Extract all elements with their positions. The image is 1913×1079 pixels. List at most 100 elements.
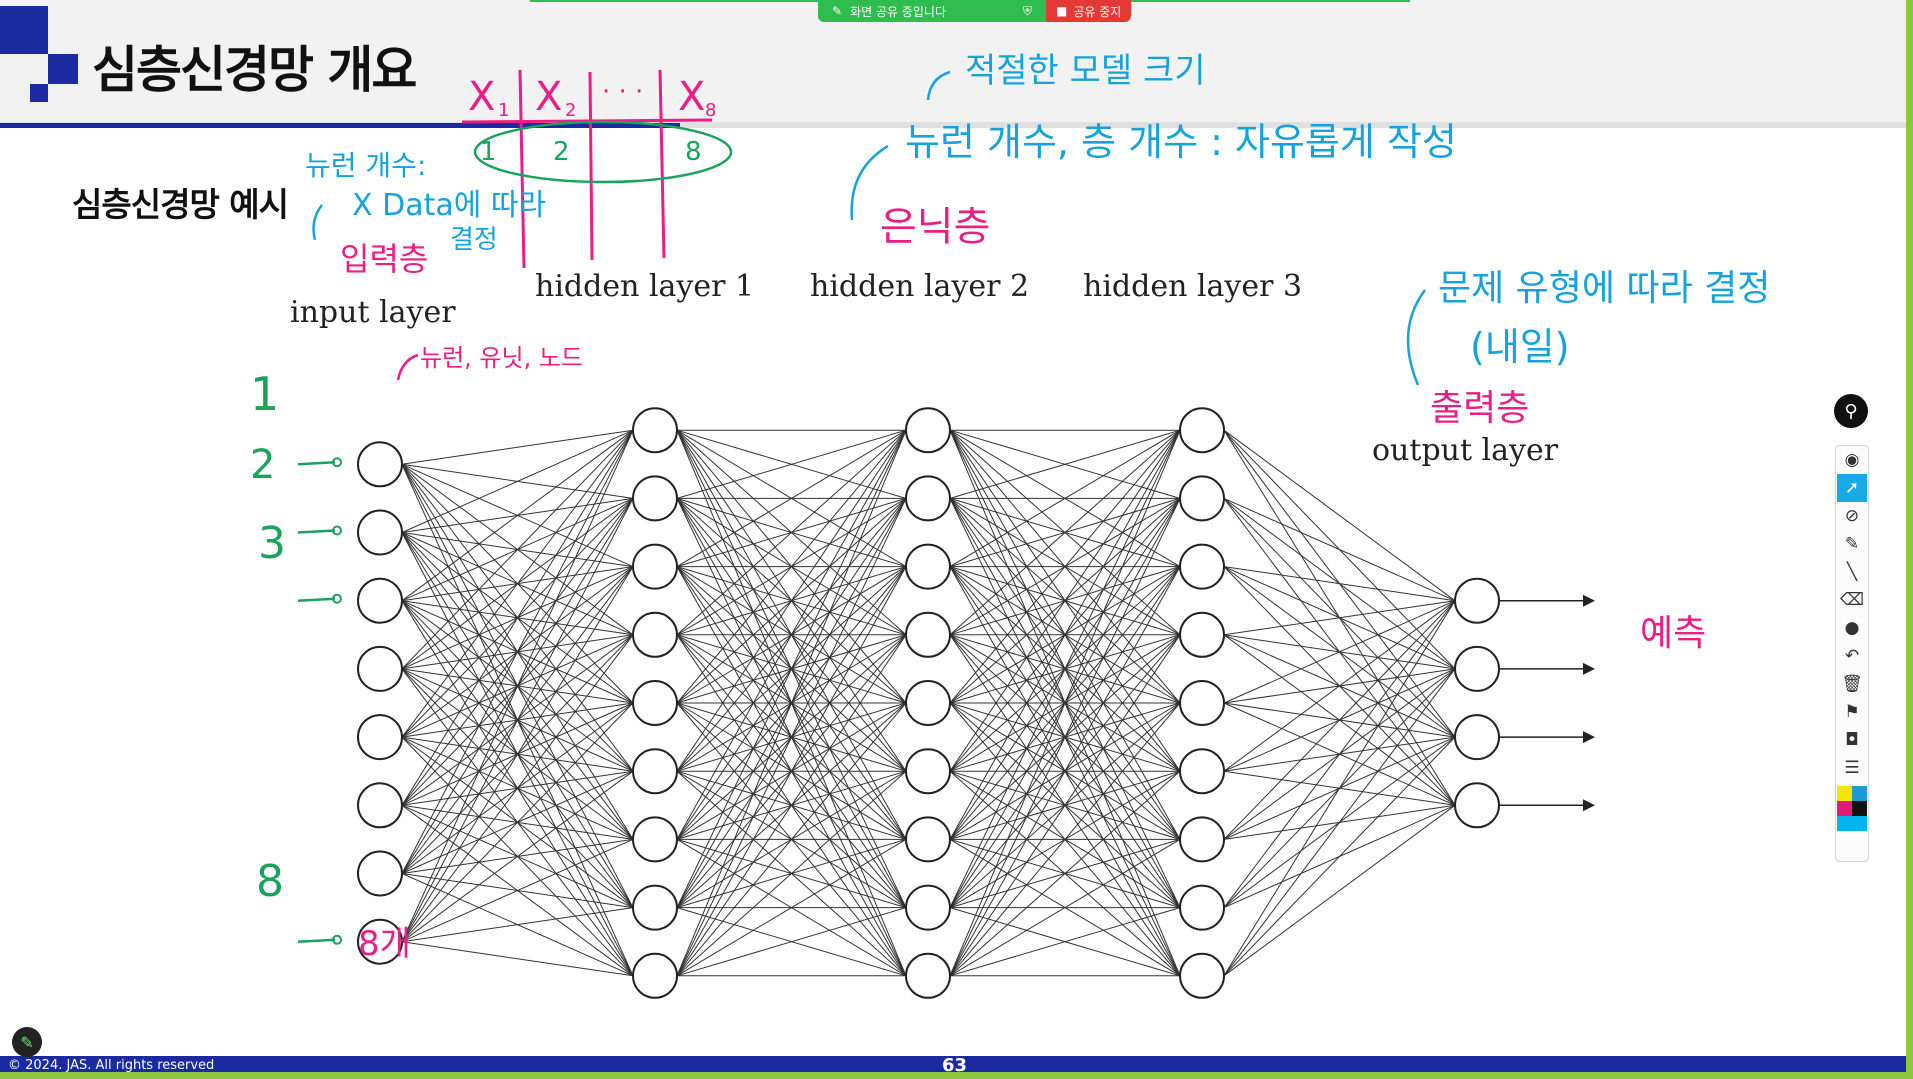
palette-swatch[interactable] — [1837, 816, 1852, 831]
laser-icon[interactable]: ⊘ — [1844, 506, 1860, 526]
neuron-node — [632, 475, 678, 522]
input-index-8: 8 — [256, 856, 284, 907]
neuron-count-note: 뉴런 개수: — [305, 149, 426, 182]
copyright-text: © 2024. JAS. All rights reserved — [8, 1058, 215, 1072]
edge — [949, 566, 1181, 977]
neuron-node — [632, 680, 678, 726]
edge — [676, 838, 907, 977]
edge — [401, 941, 634, 977]
hidden-layer-3-label: hidden layer 3 — [1083, 269, 1302, 304]
input-index-3: 3 — [258, 518, 286, 569]
edge — [676, 429, 907, 636]
camera-icon[interactable]: ◘ — [1845, 730, 1859, 750]
edge — [949, 838, 1181, 977]
pen-icon[interactable]: ✎ — [1844, 534, 1860, 554]
slide-title: 심층신경망 개요 — [92, 41, 417, 99]
annotation-toolbar: ◉ ➚ ⊘ ✎ ╲ ⌫ ● ↶ 🗑 ⚑ ◘ ☰ — [1835, 445, 1869, 862]
share-status[interactable]: ✎ 화면 공유 중입니다 ⛨ — [818, 0, 1046, 22]
neuron-node — [357, 714, 403, 761]
edge — [401, 566, 634, 942]
header-dots: · · · — [602, 77, 643, 107]
line-icon[interactable]: ╲ — [1846, 562, 1858, 582]
edge — [676, 429, 907, 772]
x-data-note: X Data에 따라 — [352, 188, 546, 223]
edge — [401, 429, 634, 465]
logo-square-large — [0, 6, 48, 54]
header-x1: X — [468, 74, 495, 120]
annotation-pin-button[interactable]: ⚲ — [1834, 394, 1868, 428]
neuron-node — [905, 884, 951, 931]
palette-swatch[interactable] — [1852, 801, 1867, 816]
edit-pencil-button[interactable]: ✎ — [12, 1027, 42, 1057]
neuron-node — [905, 680, 951, 726]
palette-swatch[interactable] — [1852, 816, 1867, 831]
input-arrow — [297, 938, 336, 943]
hidden-layer-1-label: hidden layer 1 — [535, 269, 754, 304]
eraser-icon[interactable]: ⌫ — [1839, 590, 1865, 610]
trash-icon[interactable]: 🗑 — [1841, 674, 1863, 694]
neuron-node — [1454, 577, 1500, 624]
neuron-node — [632, 748, 678, 795]
output-arrows — [1499, 594, 1595, 812]
edge — [676, 634, 907, 977]
edge — [676, 498, 907, 977]
node-synonyms-note: 뉴런, 유닛, 노드 — [420, 344, 583, 372]
header-x2: X — [535, 74, 562, 120]
edge — [676, 566, 907, 977]
edge — [1223, 600, 1456, 908]
cursor-icon[interactable]: ➚ — [1837, 474, 1867, 502]
edge — [401, 907, 634, 943]
proper-size-note: 적절한 모델 크기 — [965, 51, 1206, 91]
neuron-node — [357, 918, 403, 965]
clipboard-icon[interactable]: ☰ — [1844, 758, 1860, 778]
palette-swatch[interactable] — [1837, 801, 1852, 816]
edge — [949, 498, 1181, 977]
input-index-2: 2 — [250, 442, 275, 488]
neuron-node — [1454, 714, 1500, 761]
edge — [1223, 600, 1456, 772]
stop-share-button[interactable]: ■ 공유 중지 — [1046, 0, 1132, 22]
input-arrow — [297, 461, 336, 466]
neuron-node — [905, 952, 951, 999]
edge — [949, 429, 1181, 772]
edge — [401, 429, 634, 874]
edge — [1223, 668, 1456, 977]
neuron-node — [357, 509, 403, 556]
edge — [676, 429, 907, 840]
undo-icon[interactable]: ↶ — [1844, 646, 1860, 666]
row-2: 2 — [553, 137, 570, 167]
neuron-node — [357, 577, 403, 624]
edge — [1223, 600, 1456, 840]
neuron-node — [905, 543, 951, 590]
edge — [401, 634, 634, 943]
edge — [401, 429, 634, 602]
edge — [676, 430, 907, 976]
pin-icon[interactable]: ✎ — [832, 4, 843, 18]
edge — [676, 770, 907, 977]
edge — [949, 429, 1181, 908]
edge — [401, 429, 634, 806]
edge — [1223, 429, 1456, 602]
input-layer-kr: 입력층 — [340, 240, 428, 278]
header-x2-sub: 2 — [565, 100, 576, 121]
neuron-node — [632, 952, 678, 999]
neuron-node — [632, 611, 678, 658]
palette-swatch[interactable] — [1837, 786, 1852, 801]
eight-count-note: 8개 — [358, 924, 411, 964]
eye-icon[interactable]: ◉ — [1844, 450, 1860, 470]
stamp-icon[interactable]: ⚑ — [1844, 702, 1860, 722]
edge — [1223, 566, 1456, 602]
output-arrow-head — [1583, 662, 1595, 675]
prediction-note: 예측 — [1640, 613, 1706, 654]
input-layer-label: input layer — [290, 295, 456, 330]
dot-icon[interactable]: ● — [1844, 618, 1860, 638]
neuron-node — [1179, 952, 1225, 999]
edge — [401, 770, 634, 943]
palette-swatch[interactable] — [1852, 786, 1867, 801]
edge — [949, 429, 1181, 499]
section-title: 심층신경망 예시 — [72, 185, 289, 224]
neuron-node — [1179, 748, 1225, 795]
edge — [401, 429, 634, 533]
network-nodes — [357, 407, 1500, 999]
shield-icon: ⛨ — [1022, 3, 1032, 18]
